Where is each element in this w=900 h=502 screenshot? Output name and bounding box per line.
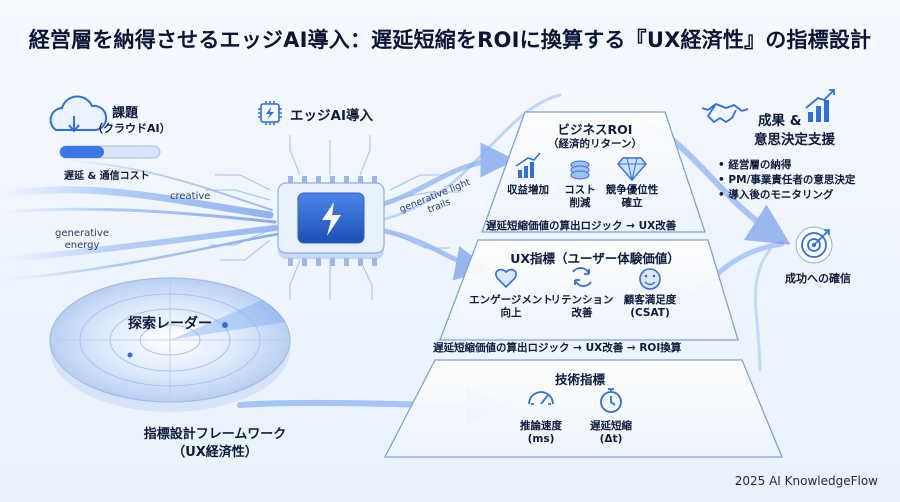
logic-bottom: 遅延短縮価値の算出ロジック → UX改善 → ROI換算 <box>433 342 682 354</box>
outcome-item: 経営層の納得 <box>718 158 855 173</box>
chip-icon <box>258 101 282 125</box>
handshake-icon <box>701 103 749 123</box>
problem-title: 課題 <box>112 106 139 121</box>
metric-revenue: 収益増加 <box>507 184 549 196</box>
metric-cost: コスト 削減 <box>564 184 596 209</box>
business-roi-title: ビジネスROI <box>557 122 633 137</box>
flow-label-energy: generative energy <box>55 228 109 251</box>
metric-retention: リテンション 改善 <box>550 294 614 319</box>
cost-coin-icon <box>570 160 590 180</box>
retention-cycle-icon <box>572 267 592 287</box>
framework-line1: 指標設計フレームワーク <box>143 427 287 442</box>
metric-csat: 顧客満足度 (CSAT) <box>623 294 677 319</box>
target-icon <box>795 226 833 264</box>
heart-icon <box>495 268 517 289</box>
business-roi-subtitle: （経済的リターン） <box>548 138 642 150</box>
outcome-item: 導入後のモニタリング <box>718 188 855 203</box>
diamond-icon <box>617 157 647 182</box>
tech-title: 技術指標 <box>554 372 605 387</box>
metric-inference-speed: 推論速度 (ms) <box>520 420 562 445</box>
problem-caption: 遅延 & 通信コスト <box>64 171 150 182</box>
energy-streams <box>0 159 280 282</box>
framework-line2: （UX経済性） <box>172 445 258 460</box>
outcome-title-line1: 成果 & <box>758 113 802 129</box>
growth-chart-icon <box>805 89 835 122</box>
outcome-item: PM/事業責任者の意思決定 <box>718 173 855 188</box>
radar-title: 探索レーダー <box>128 316 212 332</box>
success-label: 成功への確信 <box>785 272 851 285</box>
metric-engagement: エンゲージメント 向上 <box>469 294 553 319</box>
footer-credit: 2025 AI KnowledgeFlow <box>734 474 878 488</box>
outcome-title-line2: 意思決定支援 <box>754 132 835 148</box>
cloud-icon <box>49 95 108 133</box>
radar-disc <box>49 277 291 412</box>
logic-top: 遅延短縮価値の算出ロジック → UX改善 <box>486 220 677 232</box>
problem-progress-bar <box>59 145 161 159</box>
edge-ai-chip <box>277 176 385 266</box>
circuit-lines <box>205 135 460 300</box>
problem-subtitle: （クラウドAI） <box>92 122 171 135</box>
edge-ai-title: エッジAI導入 <box>290 108 373 124</box>
speed-gauge-icon <box>528 391 554 405</box>
revenue-chart-icon <box>515 152 541 178</box>
stopwatch-icon <box>600 388 622 413</box>
metric-latency-reduction: 遅延短縮 (Δt) <box>590 420 632 445</box>
page-title: 経営層を納得させるエッジAI導入：遅延短縮をROIに換算する『UX経済性』の指標… <box>28 28 872 52</box>
metric-competitive: 競争優位性 確立 <box>605 184 659 209</box>
smiley-icon <box>639 268 661 290</box>
flow-label-creative: creative <box>170 191 211 202</box>
ux-title: UX指標（ユーザー体験価値） <box>510 251 680 266</box>
outcome-list: 経営層の納得 PM/事業責任者の意思決定 導入後のモニタリング <box>718 158 855 203</box>
pyramid <box>383 111 783 458</box>
